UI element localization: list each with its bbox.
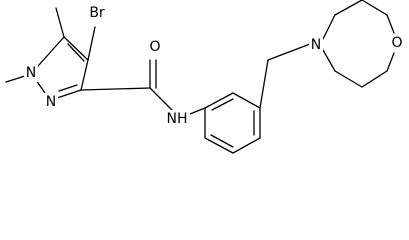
bond-morph-6 <box>361 70 388 88</box>
atom-br: Br <box>89 5 105 21</box>
bond-ch2-n <box>267 43 311 61</box>
bond-morph-5 <box>386 52 395 72</box>
bond-n2-n1 <box>35 79 46 94</box>
bond-aryl-ch2 <box>259 59 269 109</box>
bond-benz-1-double <box>211 98 234 111</box>
bond-c3-carbonyl <box>80 87 151 91</box>
atom-n1-pyrazole: N <box>26 65 36 81</box>
molecule-structure: Br O NH N N N O <box>5 0 404 154</box>
atom-o-morpholine: O <box>391 35 402 51</box>
bond-benz-1 <box>204 92 234 109</box>
bond-morph-4 <box>386 14 395 34</box>
bond-c4-br <box>87 26 96 61</box>
atom-nh: NH <box>167 111 188 127</box>
bond-c4-c5 <box>63 36 89 61</box>
atom-n2-pyrazole: N <box>46 94 56 110</box>
bonds <box>5 0 395 154</box>
atom-o-carbonyl: O <box>149 39 160 55</box>
bond-morph-1 <box>322 14 336 40</box>
bond-c3-n2-double <box>58 84 78 92</box>
bond-c3-n2 <box>56 89 82 99</box>
atom-labels: Br O NH N N N O <box>24 4 404 128</box>
bond-carbonyl-n <box>149 87 173 111</box>
bond-c4-c5-double <box>67 43 85 62</box>
bond-n1-methyl <box>5 75 26 83</box>
bond-morph-2 <box>334 0 363 16</box>
bond-benz-4 <box>232 137 261 154</box>
bond-morph-3 <box>361 0 388 16</box>
bond-benz-5-double <box>210 134 234 148</box>
atom-n-morpholine: N <box>311 37 321 53</box>
bond-benz-2 <box>232 92 261 109</box>
bond-benz-5 <box>204 137 234 154</box>
bond-morph-8 <box>322 49 336 72</box>
bond-n1-c5 <box>37 36 65 67</box>
bond-c4-c3 <box>80 59 89 91</box>
bond-morph-7 <box>334 70 363 88</box>
bond-c5-methyl <box>55 7 65 38</box>
